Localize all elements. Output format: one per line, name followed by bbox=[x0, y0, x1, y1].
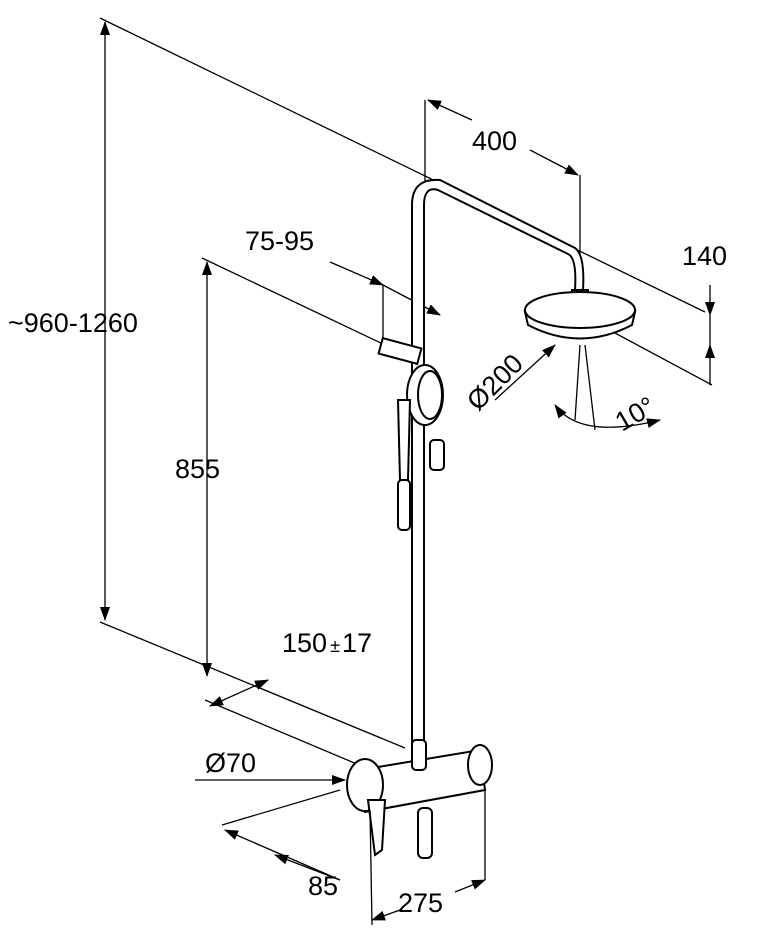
slider-height-dimension bbox=[201, 257, 386, 677]
mixer-width-label: 275 bbox=[398, 888, 443, 918]
total-height-label: ~960-1260 bbox=[8, 308, 138, 338]
inlet-spacing-label: 150±17 bbox=[282, 628, 372, 658]
head-drop-label: 140 bbox=[682, 241, 727, 271]
slider-offset-label: 75-95 bbox=[245, 226, 314, 256]
mixer-width-dimension bbox=[369, 790, 486, 926]
inlet-spacing-value: 150 bbox=[282, 628, 327, 658]
head-drop-dimension bbox=[599, 285, 715, 386]
head-diameter-label: Ø200 bbox=[461, 348, 529, 416]
wall-projection-label: 85 bbox=[308, 871, 338, 901]
head-tilt-label: 10° bbox=[610, 391, 660, 437]
wall-projection-dimension bbox=[221, 789, 341, 881]
overhead-shower-head bbox=[494, 291, 661, 431]
rosette-diameter-label: Ø70 bbox=[205, 748, 256, 778]
arm-reach-label: 400 bbox=[472, 126, 517, 156]
inlet-tolerance-sign: ± bbox=[330, 636, 340, 656]
hand-shower bbox=[377, 336, 445, 531]
thermostatic-mixer bbox=[346, 739, 493, 859]
inlet-tolerance-value: 17 bbox=[342, 628, 372, 658]
slider-height-label: 855 bbox=[175, 454, 220, 484]
total-height-dimension bbox=[99, 17, 706, 749]
